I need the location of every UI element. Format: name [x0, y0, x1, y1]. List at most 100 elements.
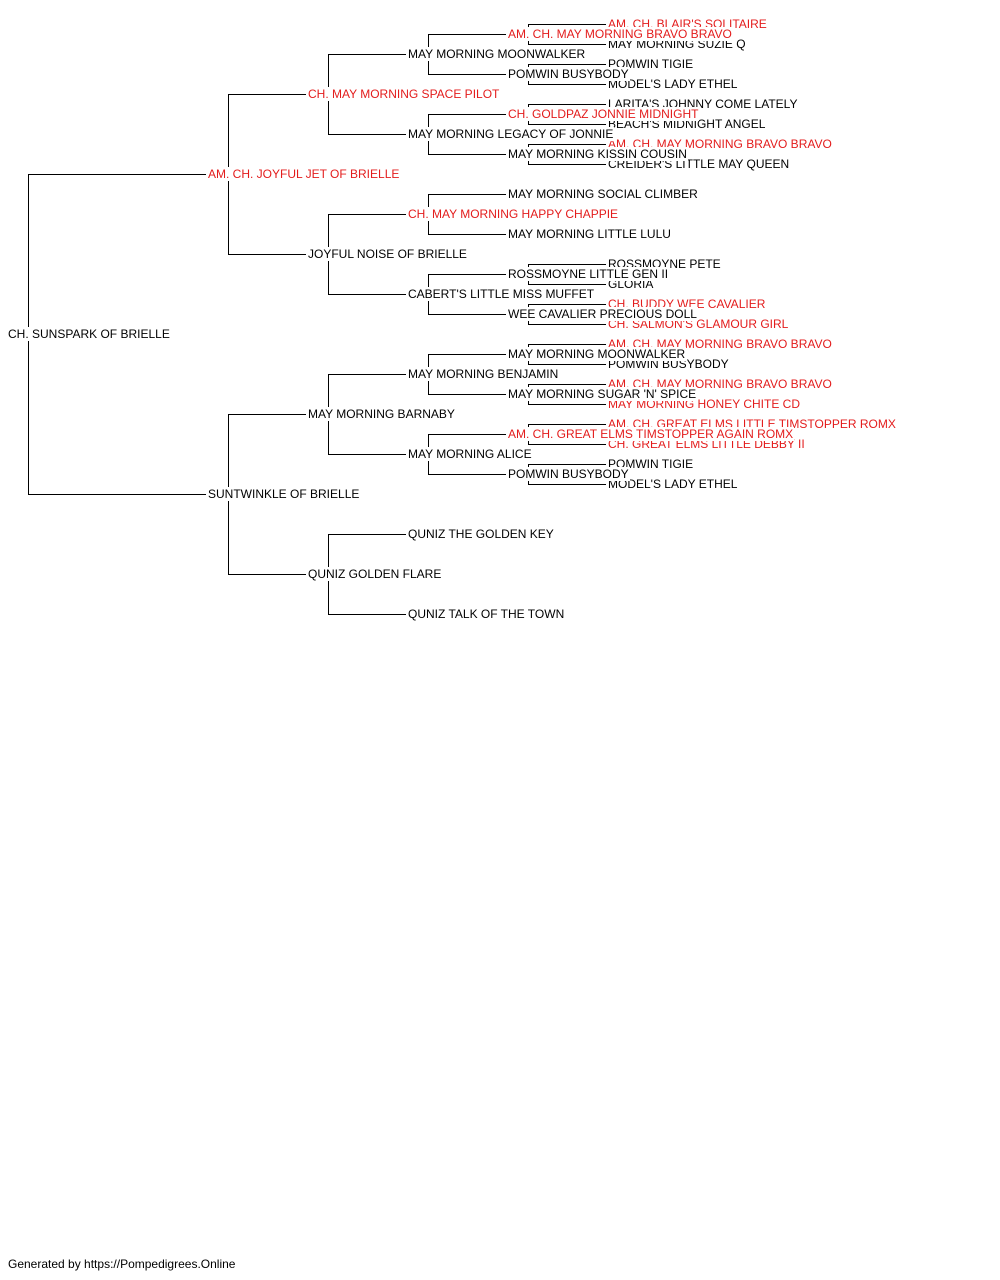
- connector-line: [328, 254, 329, 295]
- connector-line: [328, 214, 406, 215]
- connector-line: [528, 304, 606, 305]
- connector-line: [428, 454, 429, 475]
- connector-line: [428, 434, 506, 435]
- connector-line: [428, 294, 429, 315]
- pedigree-name-gen4: MAY MORNING SUGAR 'N' SPICE: [507, 387, 698, 401]
- connector-line: [228, 414, 229, 495]
- connector-line: [428, 354, 429, 375]
- connector-line: [228, 94, 229, 175]
- pedigree-name-gen2: JOYFUL NOISE OF BRIELLE: [307, 247, 468, 261]
- connector-line: [328, 374, 329, 415]
- pedigree-name-gen2: MAY MORNING BARNABY: [307, 407, 456, 421]
- pedigree-name-gen4: MAY MORNING SOCIAL CLIMBER: [507, 187, 699, 201]
- pedigree-name-gen4: CH. GOLDPAZ JONNIE MIDNIGHT: [507, 107, 700, 121]
- pedigree-name-gen4: AM. CH. MAY MORNING BRAVO BRAVO: [507, 27, 733, 41]
- connector-line: [228, 574, 306, 575]
- pedigree-name-gen3: QUNIZ THE GOLDEN KEY: [407, 527, 555, 541]
- connector-line: [228, 414, 306, 415]
- connector-line: [528, 44, 606, 45]
- connector-line: [528, 124, 606, 125]
- connector-line: [528, 84, 606, 85]
- pedigree-name-gen3: CH. MAY MORNING HAPPY CHAPPIE: [407, 207, 620, 221]
- connector-line: [428, 74, 506, 75]
- connector-line: [328, 534, 329, 575]
- connector-line: [428, 34, 429, 55]
- connector-line: [328, 214, 329, 255]
- pedigree-name-gen2: CH. MAY MORNING SPACE PILOT: [307, 87, 501, 101]
- pedigree-name-gen4: MAY MORNING KISSIN COUSIN: [507, 147, 688, 161]
- connector-line: [28, 334, 29, 495]
- pedigree-name-gen2: QUNIZ GOLDEN FLARE: [307, 567, 443, 581]
- connector-line: [28, 174, 29, 335]
- pedigree-name-gen3: MAY MORNING LEGACY OF JONNIE: [407, 127, 615, 141]
- connector-line: [528, 344, 606, 345]
- connector-line: [328, 574, 329, 615]
- connector-line: [228, 94, 306, 95]
- connector-line: [428, 434, 429, 455]
- connector-line: [228, 254, 306, 255]
- pedigree-name-gen4: ROSSMOYNE LITTLE GEN II: [507, 267, 670, 281]
- connector-line: [428, 34, 506, 35]
- connector-line: [328, 54, 406, 55]
- connector-line: [428, 314, 506, 315]
- connector-line: [328, 614, 406, 615]
- connector-line: [528, 104, 606, 105]
- pedigree-name-gen5: MODEL'S LADY ETHEL: [607, 77, 739, 91]
- connector-line: [528, 444, 606, 445]
- connector-line: [428, 154, 506, 155]
- pedigree-name-gen4: MAY MORNING LITTLE LULU: [507, 227, 672, 241]
- connector-line: [528, 464, 606, 465]
- pedigree-name-gen5: MODEL'S LADY ETHEL: [607, 477, 739, 491]
- pedigree-name-gen4: POMWIN BUSYBODY: [507, 467, 630, 481]
- connector-line: [428, 194, 429, 215]
- connector-line: [428, 54, 429, 75]
- connector-line: [528, 324, 606, 325]
- connector-line: [328, 534, 406, 535]
- connector-line: [428, 114, 429, 135]
- connector-line: [528, 384, 606, 385]
- connector-line: [528, 164, 606, 165]
- connector-line: [528, 64, 606, 65]
- connector-line: [528, 404, 606, 405]
- pedigree-name-gen4: AM. CH. GREAT ELMS TIMSTOPPER AGAIN ROMX: [507, 427, 795, 441]
- connector-line: [428, 394, 506, 395]
- connector-line: [428, 194, 506, 195]
- connector-line: [228, 174, 229, 255]
- pedigree-name-gen3: QUNIZ TALK OF THE TOWN: [407, 607, 566, 621]
- pedigree-name-gen4: POMWIN BUSYBODY: [507, 67, 630, 81]
- pedigree-name-gen1: AM. CH. JOYFUL JET OF BRIELLE: [207, 167, 401, 181]
- connector-line: [528, 24, 606, 25]
- footer-credit: Generated by https://Pompedigrees.Online: [8, 1257, 236, 1271]
- connector-line: [428, 274, 429, 295]
- connector-line: [428, 134, 429, 155]
- pedigree-name-gen3: CABERT'S LITTLE MISS MUFFET: [407, 287, 596, 301]
- pedigree-name-gen1: SUNTWINKLE OF BRIELLE: [207, 487, 361, 501]
- connector-line: [328, 294, 406, 295]
- pedigree-name-gen3: MAY MORNING BENJAMIN: [407, 367, 560, 381]
- connector-line: [428, 374, 429, 395]
- connector-line: [428, 354, 506, 355]
- connector-line: [328, 374, 406, 375]
- connector-line: [428, 474, 506, 475]
- connector-line: [528, 264, 606, 265]
- connector-line: [528, 144, 606, 145]
- connector-line: [428, 234, 506, 235]
- connector-line: [428, 114, 506, 115]
- connector-line: [228, 494, 229, 575]
- pedigree-name-gen3: MAY MORNING ALICE: [407, 447, 533, 461]
- pedigree-name-gen4: MAY MORNING MOONWALKER: [507, 347, 687, 361]
- connector-line: [428, 214, 429, 235]
- connector-line: [328, 54, 329, 95]
- connector-line: [328, 134, 406, 135]
- connector-line: [28, 174, 206, 175]
- pedigree-name-gen0: CH. SUNSPARK OF BRIELLE: [7, 327, 171, 341]
- connector-line: [428, 274, 506, 275]
- connector-line: [28, 494, 206, 495]
- connector-line: [328, 414, 329, 455]
- pedigree-name-gen4: WEE CAVALIER PRECIOUS DOLL: [507, 307, 698, 321]
- connector-line: [528, 284, 606, 285]
- connector-line: [328, 94, 329, 135]
- connector-line: [528, 424, 606, 425]
- pedigree-name-gen3: MAY MORNING MOONWALKER: [407, 47, 587, 61]
